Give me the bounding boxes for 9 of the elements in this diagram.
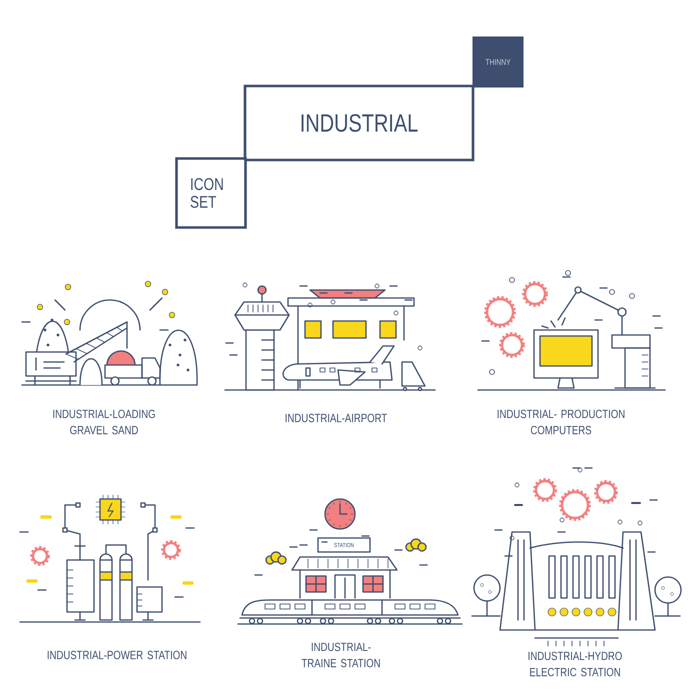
- caption: INDUSTRIAL-LOADING GRAVEL SAND: [53, 410, 155, 434]
- caption: INDUSTRIAL-HYDRO ELECTRIC STATION: [528, 652, 622, 676]
- caption: INDUSTRIAL-AIRPORT: [286, 414, 387, 422]
- title-box: INDUSTRIAL: [244, 84, 474, 162]
- caption: INDUSTRIAL-TRAINE STATION: [302, 642, 380, 668]
- title-box: ICON SET: [175, 157, 247, 229]
- caption: INDUSTRIAL-POWER STATION: [48, 650, 186, 660]
- caption: INDUSTRIAL- PRODUCTION COMPUTERS: [498, 410, 624, 434]
- tag-box: THINNY: [472, 36, 524, 88]
